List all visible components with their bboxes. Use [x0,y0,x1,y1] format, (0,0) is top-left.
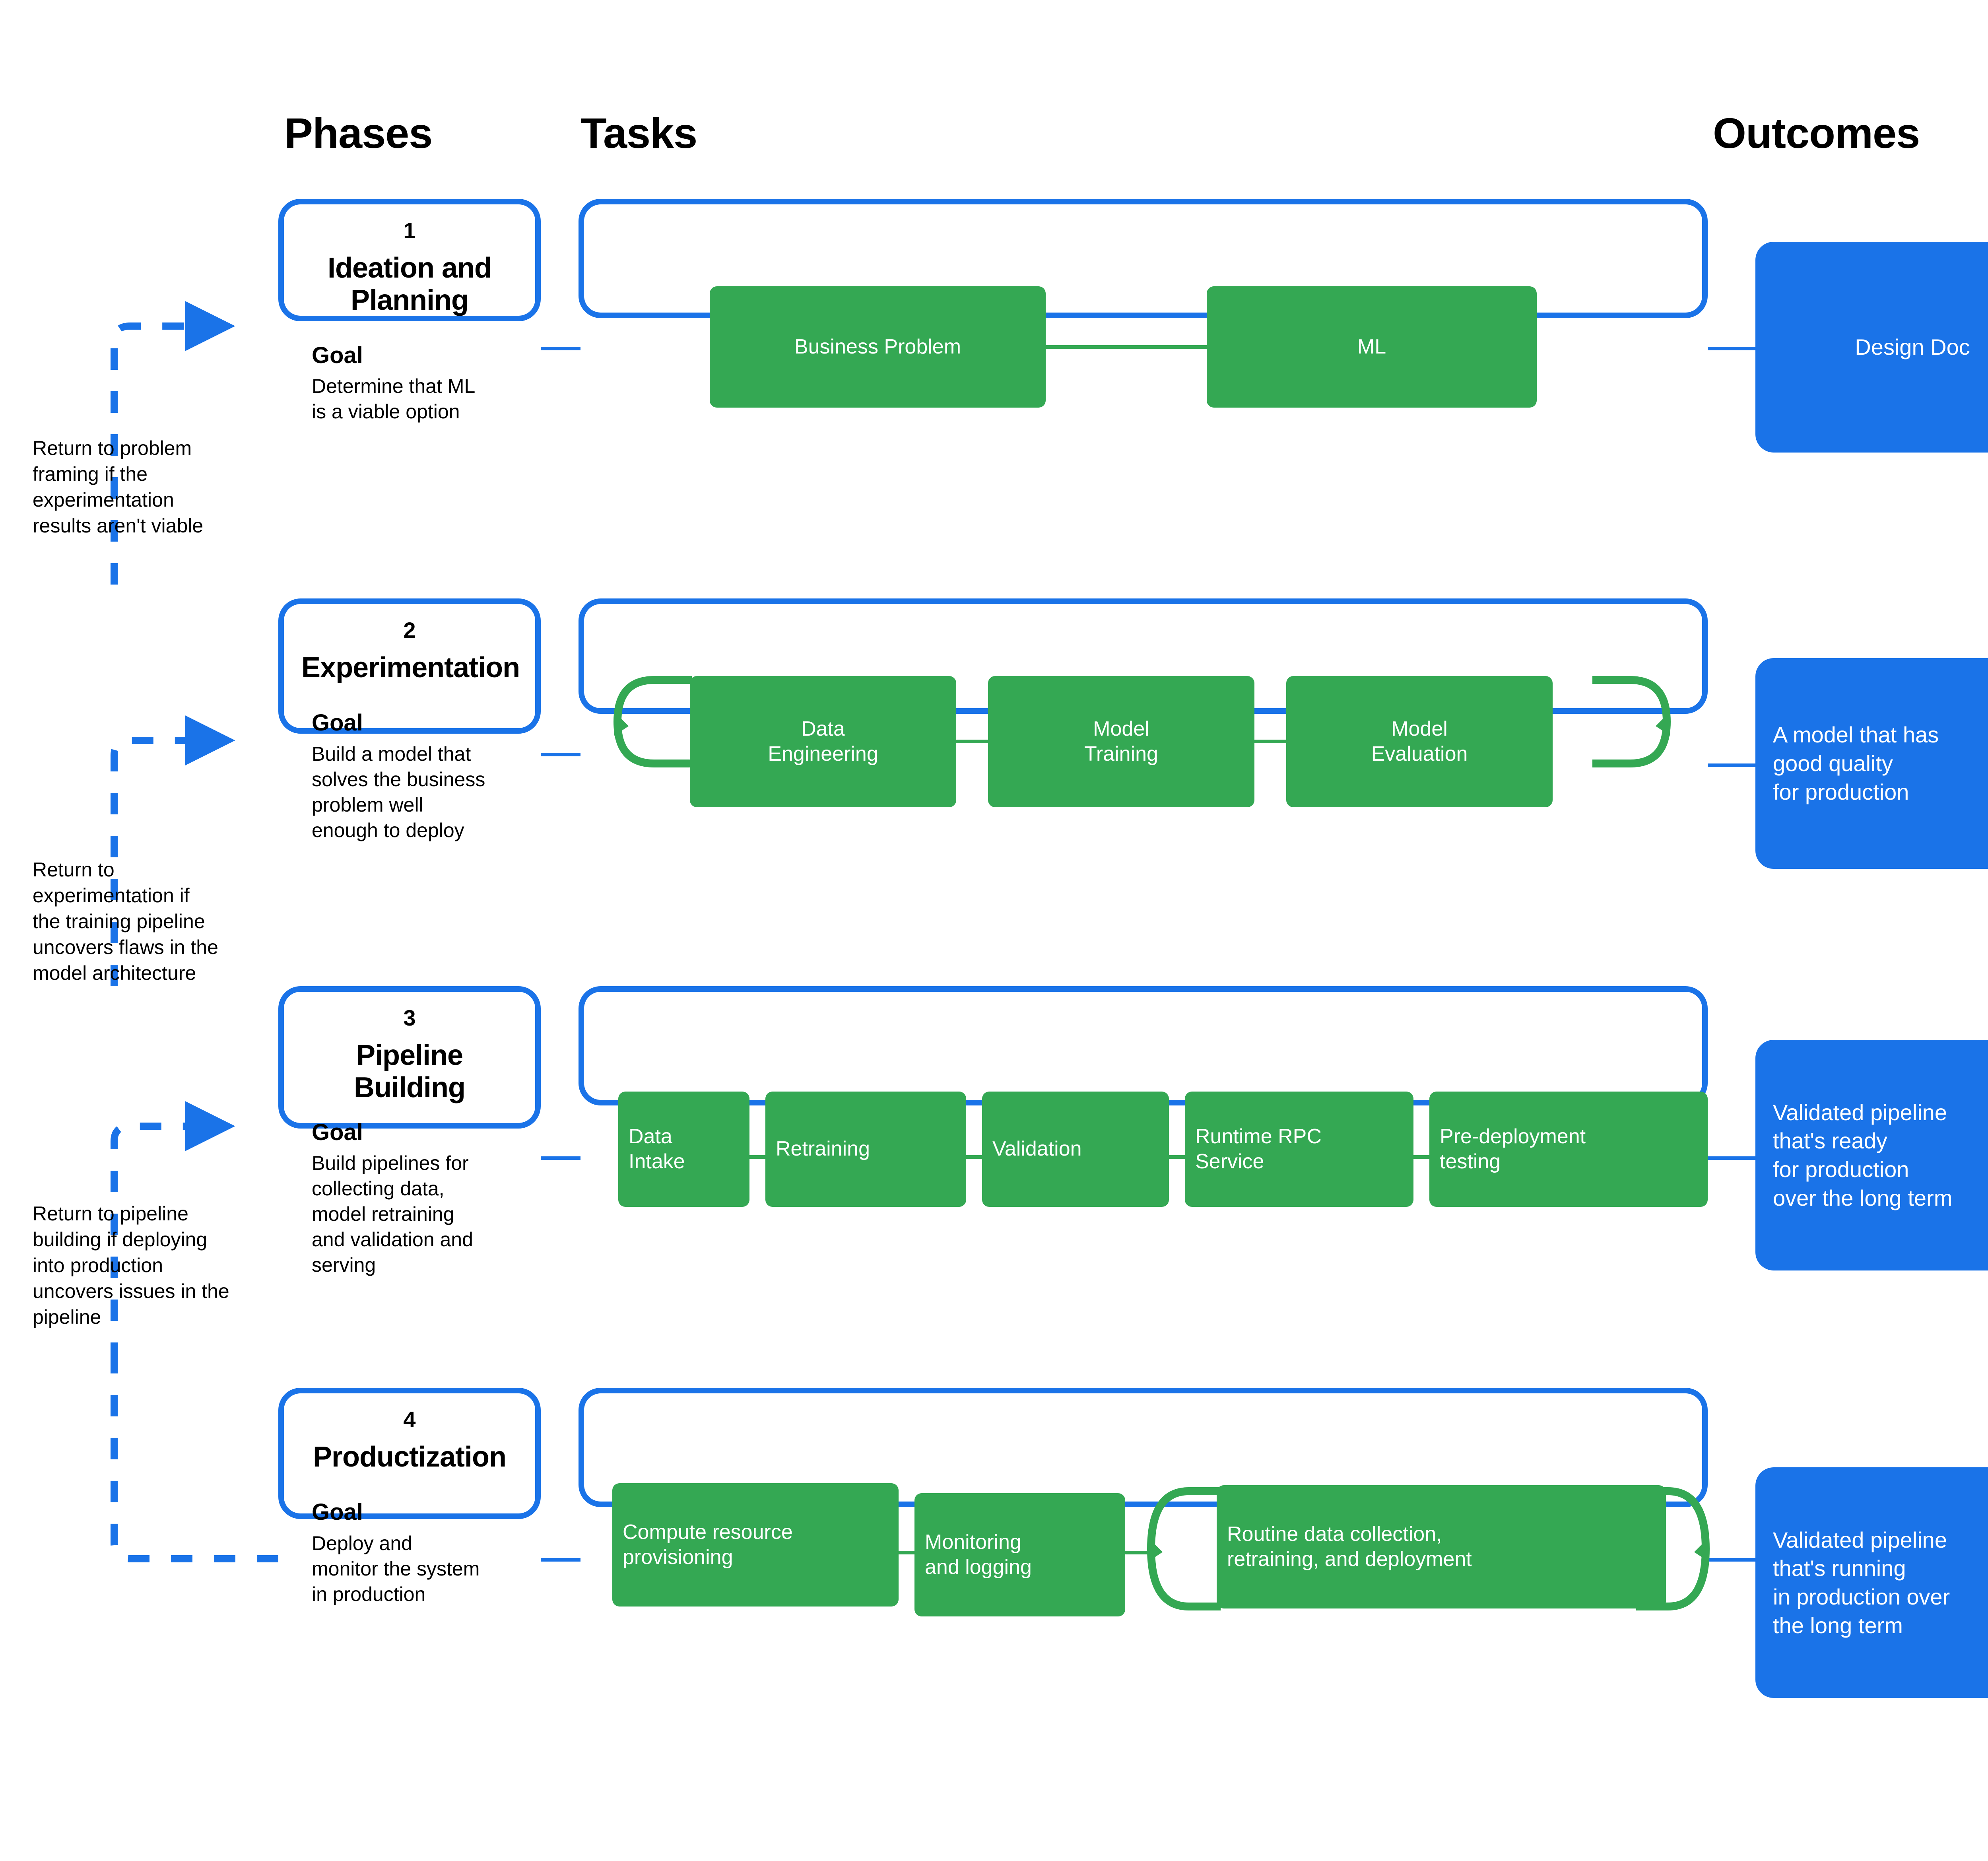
phase-card-1[interactable]: 1 Ideation and Planning Goal Determine t… [278,199,541,423]
connector-tasks4-outcome4 [1708,1558,1755,1562]
phase-goal-label: Goal [312,710,363,736]
phase-number: 2 [403,618,416,643]
task-chip-ml[interactable]: ML [1207,286,1537,408]
phase-goal-text: Deploy and monitor the system in product… [312,1532,480,1605]
task-link-row3-d [1413,1155,1429,1159]
connector-phase4-tasks4 [541,1558,580,1562]
feedback-note-3: Return to pipeline building if deploying… [33,1202,229,1328]
task-link-row1 [1046,345,1207,349]
phase-card-2[interactable]: 2 Experimentation Goal Build a model tha… [278,598,541,841]
task-link-row2-a [956,740,988,743]
task-chip-runtime-rpc-service[interactable]: Runtime RPC Service [1185,1092,1413,1207]
task-link-row4-a [899,1551,914,1554]
phase-goal-label: Goal [312,1119,363,1145]
task-link-row3-c [1169,1155,1185,1159]
outcome-card-2[interactable]: A model that has good quality for produc… [1755,658,1988,869]
phase-goal-text: Build a model that solves the business p… [312,742,485,841]
phase-card-3[interactable]: 3 Pipeline Building Goal Build pipelines… [278,986,541,1276]
phase-title: Pipeline Building [354,1039,466,1104]
task-chip-pre-deployment-testing[interactable]: Pre-deployment testing [1429,1092,1708,1207]
phase-goal-text: Determine that ML is a viable option [312,375,476,423]
connector-tasks1-outcome1 [1708,347,1755,350]
task-chip-monitoring-and-logging[interactable]: Monitoring and logging [914,1493,1125,1616]
task-chip-retraining[interactable]: Retraining [765,1092,966,1207]
phase-number: 3 [403,1005,416,1030]
task-chip-data-engineering[interactable]: Data Engineering [690,676,956,807]
column-header-tasks: Tasks [580,109,697,157]
tasks-panel-3 [579,986,1708,1105]
connector-phase1-tasks1 [541,347,580,350]
outcome-card-3[interactable]: Validated pipeline that's ready for prod… [1755,1040,1988,1270]
phase-title: Experimentation [301,652,520,684]
loop-arc-left-row2 [613,676,692,767]
task-chip-model-evaluation[interactable]: Model Evaluation [1286,676,1553,807]
task-link-row3-a [749,1155,765,1159]
task-chip-model-training[interactable]: Model Training [988,676,1254,807]
phase-number: 4 [403,1407,416,1432]
outcome-card-1[interactable]: Design Doc [1755,242,1988,453]
loop-arc-left-row4 [1147,1487,1221,1610]
feedback-note-1: Return to problem framing if the experim… [33,437,204,537]
connector-tasks3-outcome3 [1708,1156,1755,1160]
loop-arc-right-row2 [1592,676,1671,767]
task-chip-routine-data-collection[interactable]: Routine data collection, retraining, and… [1217,1485,1666,1608]
task-link-row3-b [966,1155,982,1159]
connector-phase3-tasks3 [541,1156,580,1160]
phase-title: Productization [313,1441,507,1473]
phase-number: 1 [403,218,416,243]
loop-arc-right-row4 [1636,1487,1710,1610]
phase-card-4[interactable]: 4 Productization Goal Deploy and monitor… [278,1388,541,1605]
column-header-phases: Phases [284,109,433,157]
outcome-card-4[interactable]: Validated pipeline that's running in pro… [1755,1467,1988,1698]
task-link-row4-b [1125,1551,1149,1554]
task-chip-compute-resource-provisioning[interactable]: Compute resource provisioning [612,1483,899,1607]
task-chip-validation[interactable]: Validation [982,1092,1169,1207]
feedback-note-2: Return to experimentation if the trainin… [33,859,218,984]
column-header-outcomes: Outcomes [1713,109,1920,157]
phase-title: Ideation and Planning [327,252,492,317]
task-link-row2-b [1254,740,1286,743]
phase-goal-label: Goal [312,1499,363,1525]
connector-tasks2-outcome2 [1708,763,1755,767]
task-chip-data-intake[interactable]: Data Intake [618,1092,749,1207]
phase-goal-text: Build pipelines for collecting data, mod… [312,1152,473,1276]
task-chip-business-problem[interactable]: Business Problem [710,286,1046,408]
phase-goal-label: Goal [312,342,363,368]
connector-phase2-tasks2 [541,753,580,756]
